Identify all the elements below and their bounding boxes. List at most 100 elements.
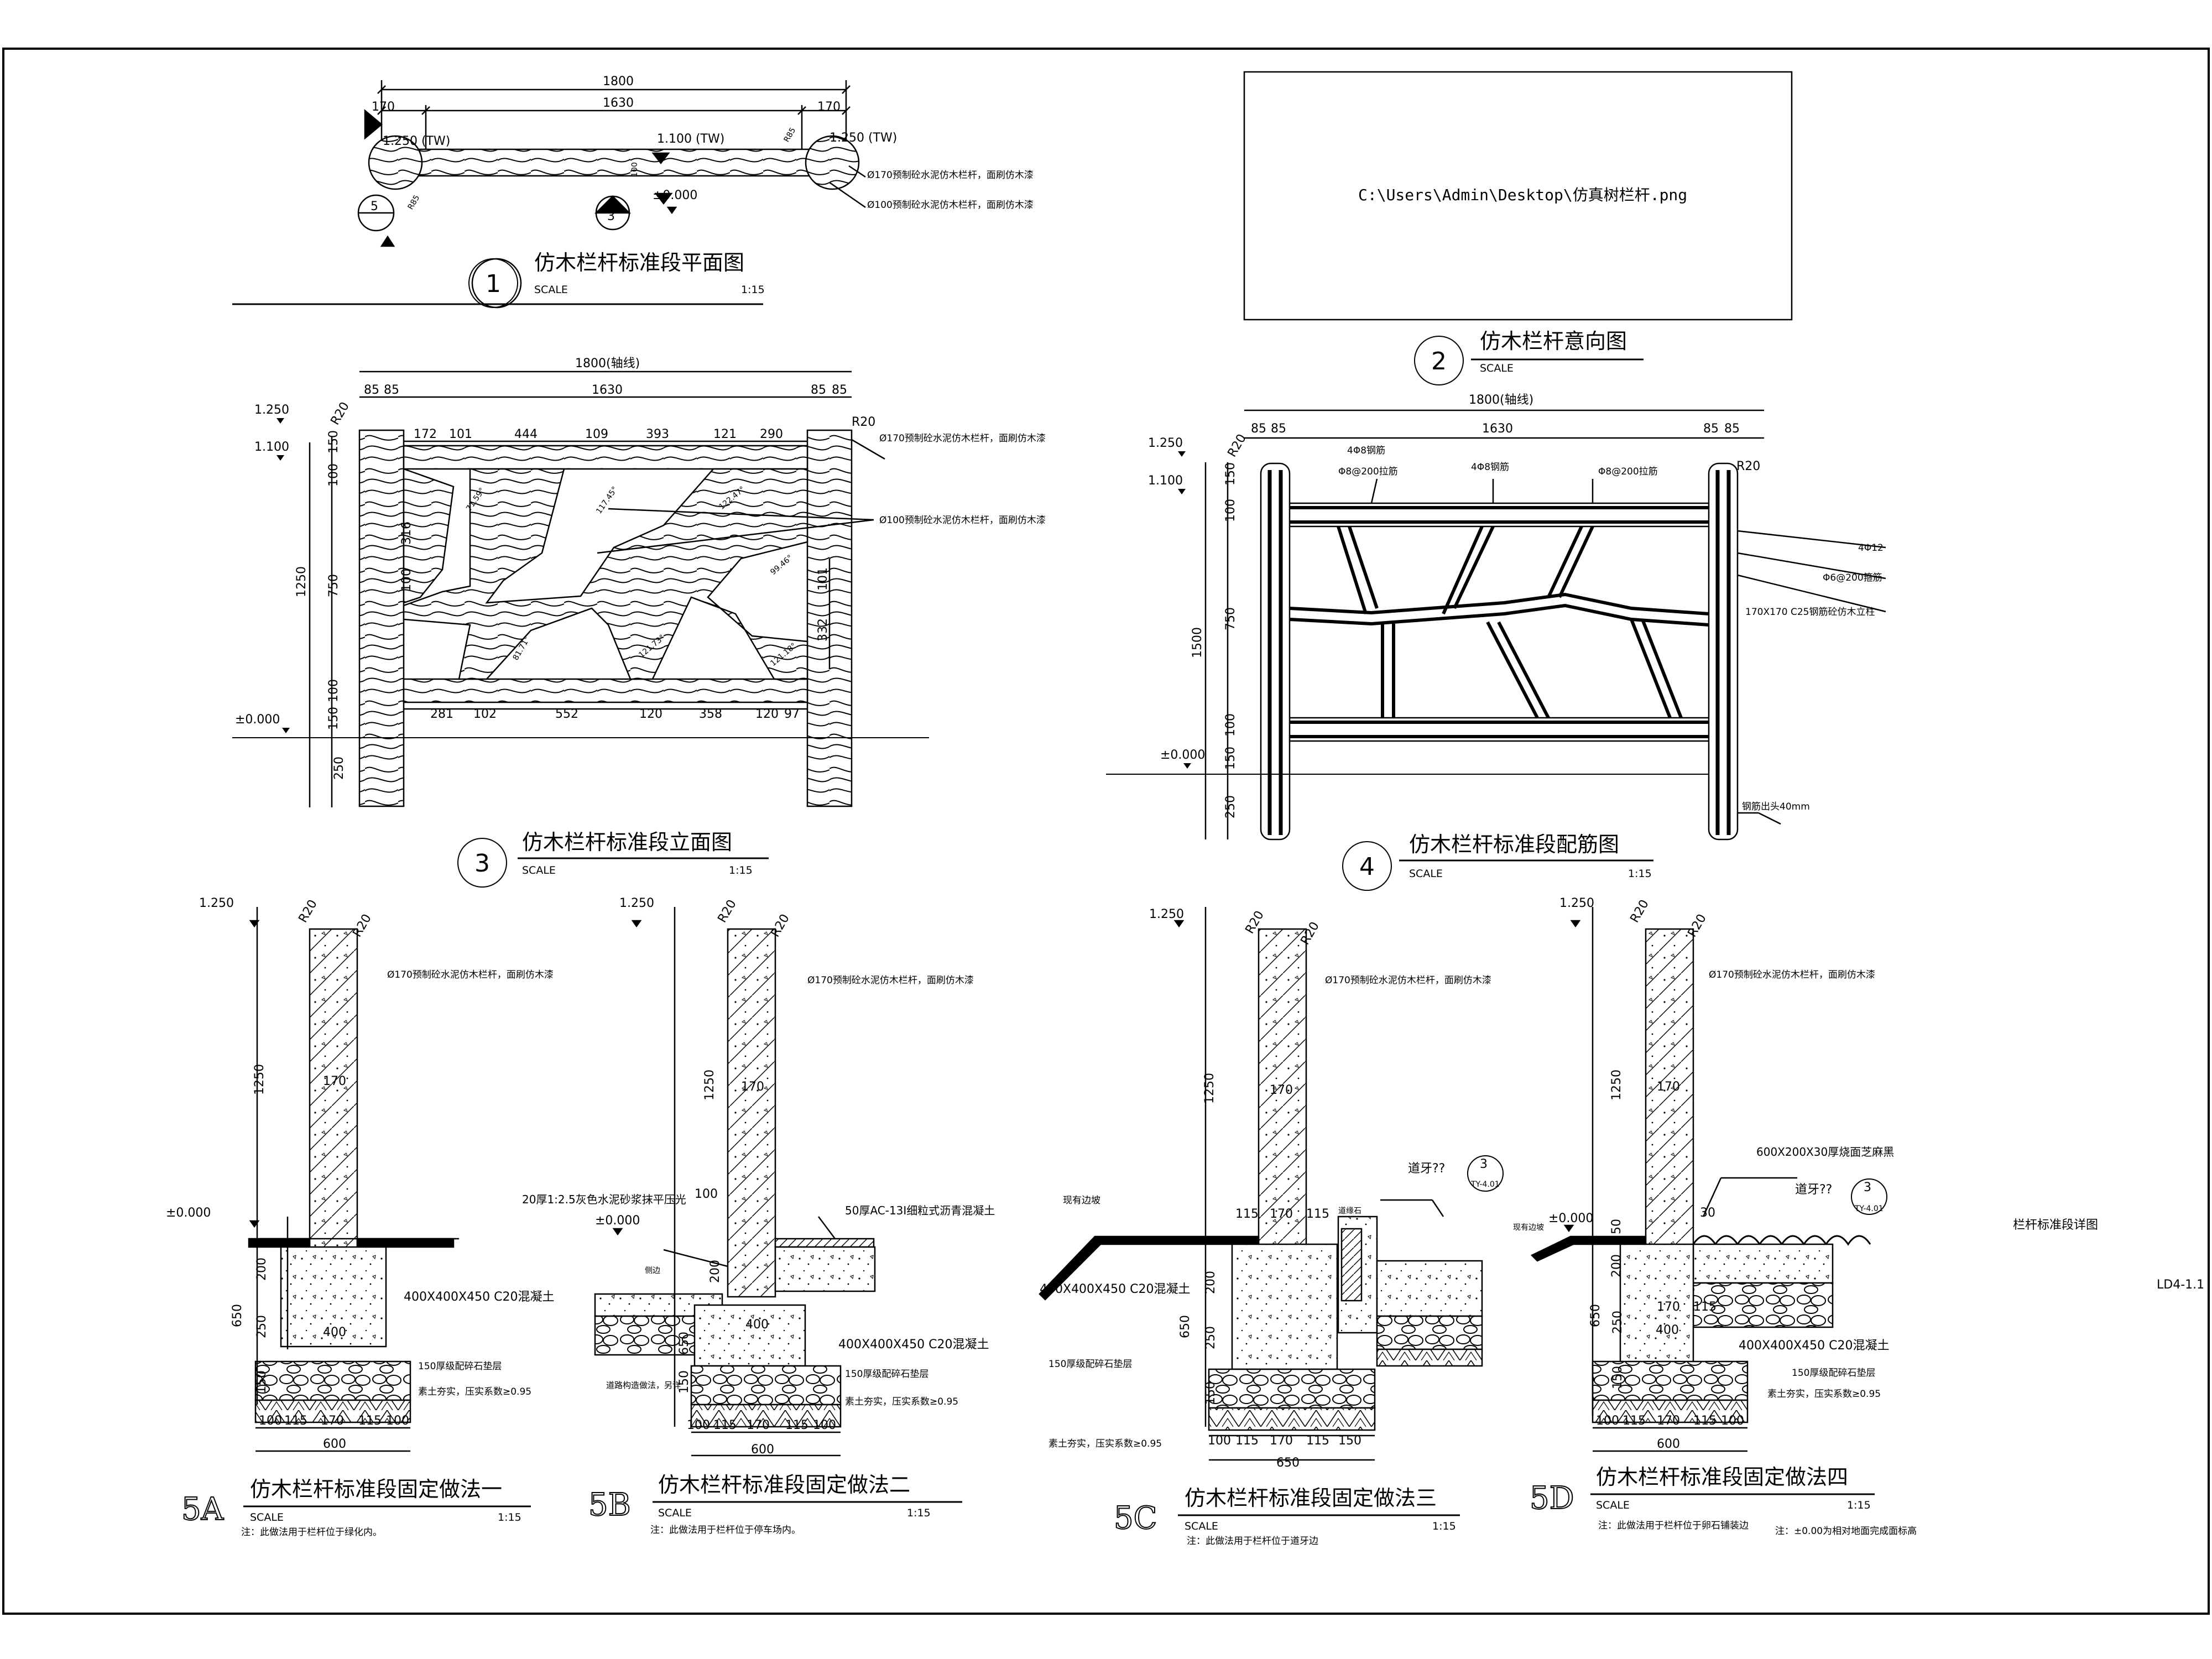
d5d-1250: 1250 — [1610, 1070, 1624, 1100]
d5b-600: 600 — [751, 1443, 774, 1457]
d5d-30: 30 — [1700, 1206, 1715, 1220]
rebar-label-out: 钢筋出头40mm — [1742, 801, 1810, 812]
d5d-170: 170 — [1657, 1080, 1680, 1094]
rebar-85-a: 85 — [1251, 422, 1266, 436]
d5c-seg-4: 115 — [1306, 1434, 1329, 1448]
plan-mid: 1630 — [603, 96, 634, 110]
elev-top-seg-3: 444 — [514, 427, 538, 441]
d5a-600: 600 — [323, 1437, 346, 1451]
d5a-seg-1: 100 — [259, 1414, 282, 1428]
rebar-vert-750: 750 — [1224, 607, 1238, 630]
d5d-curb-ref-circle — [1851, 1178, 1887, 1215]
d5c-gravel: 150厚级配碎石垫层 — [1048, 1359, 1132, 1370]
d5d-seg-1: 100 — [1596, 1414, 1619, 1428]
elev-316: 316 — [400, 521, 414, 545]
elev-vert-100-top: 100 — [327, 463, 341, 487]
d5b-400: 400 — [745, 1318, 769, 1332]
d5d-250: 250 — [1611, 1311, 1625, 1334]
elev-vert-750: 750 — [327, 574, 341, 597]
elev-level-1250: 1.250 — [254, 403, 289, 417]
elev-top-seg-6: 121 — [713, 427, 737, 441]
view-5d-scale: 1:15 — [1847, 1499, 1871, 1511]
rebar-level-markers — [1178, 451, 1191, 769]
d5b-seg-3: 170 — [747, 1418, 770, 1432]
d5a-250: 250 — [255, 1315, 269, 1338]
elev-bot-seg-1: 281 — [430, 707, 453, 721]
d5a-170: 170 — [323, 1074, 346, 1088]
elev-100: 100 — [400, 568, 414, 592]
d5a-level: 1.250 — [199, 896, 234, 910]
d5a-400: 400 — [323, 1326, 346, 1339]
rebar-label-column: 170X170 C25钢筋砼仿木立柱 — [1745, 607, 1875, 618]
view-5d-note: 注：此做法用于栏杆位于卵石铺装边 — [1598, 1520, 1749, 1531]
plan-total: 1800 — [603, 75, 634, 88]
view-5a-number: 5A — [181, 1491, 224, 1527]
d5c-level: 1.250 — [1149, 907, 1184, 921]
view-5c-number: 5C — [1114, 1500, 1157, 1536]
d5a-1250: 1250 — [253, 1064, 267, 1095]
detail-5c — [1039, 907, 1483, 1461]
elev-85-a: 85 — [364, 383, 379, 397]
view-3-scale-label: SCALE — [522, 864, 556, 877]
d5b-seg-5: 100 — [813, 1418, 836, 1432]
d5b-seg-1: 100 — [687, 1418, 710, 1432]
elev-bot-seg-4: 120 — [639, 707, 662, 721]
plan-callout-3: 3 — [607, 210, 615, 223]
side-label: 栏杆标准段详图 — [2013, 1218, 2098, 1232]
d5c-seg-2: 115 — [1235, 1434, 1259, 1448]
elev-vert-150-bot: 150 — [327, 707, 341, 730]
plan-side-l: 170 — [372, 100, 395, 114]
elev-total: 1800(轴线) — [575, 357, 640, 371]
d5a-gravel: 150厚级配碎石垫层 — [418, 1361, 502, 1372]
elev-bot-seg-5: 358 — [699, 707, 722, 721]
rebar-level-1100: 1.100 — [1148, 474, 1183, 488]
elev-vert-1250: 1250 — [295, 566, 309, 597]
d5b-200: 200 — [708, 1260, 722, 1283]
d5d-50: 50 — [1610, 1219, 1624, 1234]
d5c-170: 170 — [1270, 1083, 1293, 1097]
view-5b-number: 5B — [588, 1487, 631, 1523]
view-5c-scale: 1:15 — [1432, 1520, 1456, 1532]
elev-bot-seg-7: 97 — [784, 707, 800, 721]
d5a-seg-2: 115 — [284, 1414, 307, 1428]
d5d-level: 1.250 — [1559, 896, 1594, 910]
view-4-scale-label: SCALE — [1409, 868, 1443, 880]
sheet-border — [2, 48, 2210, 1615]
d5b-seg-4: 115 — [785, 1418, 808, 1432]
view-1-scale-label: SCALE — [534, 284, 568, 296]
d5c-curb-top: 道缘石 — [1338, 1207, 1361, 1215]
detail-5b — [594, 907, 876, 1457]
d5d-r20-a: R20 — [1628, 898, 1652, 925]
plan-note-1: Ø170预制砼水泥仿木栏杆，面刷仿木漆 — [867, 170, 1034, 181]
plan-callout-5: 5 — [371, 200, 378, 213]
elev-332: 332 — [816, 618, 830, 641]
view-5c-note: 注：此做法用于栏杆位于道牙边 — [1187, 1536, 1318, 1547]
d5d-curb-sheet: TY-4.01 — [1854, 1204, 1884, 1213]
d5b-100: 100 — [695, 1187, 718, 1201]
view-3-number: 3 — [474, 849, 490, 878]
d5d-slope: 现有边坡 — [1513, 1223, 1544, 1232]
d5a-150: 150 — [255, 1370, 269, 1394]
view-3-number-circle — [457, 838, 507, 888]
rebar-level-zero: ±0.000 — [1160, 748, 1205, 762]
d5b-side: 侧边 — [645, 1266, 660, 1275]
d5d-gravel: 150厚级配碎石垫层 — [1792, 1368, 1875, 1379]
view-3-scale: 1:15 — [729, 864, 753, 877]
d5c-250: 250 — [1204, 1326, 1218, 1349]
rebar-label-4phi12: 4Φ12 — [1858, 542, 1884, 554]
view-4-scale: 1:15 — [1628, 868, 1652, 880]
rebar-vert-1500: 1500 — [1191, 627, 1204, 658]
d5d-200: 200 — [1610, 1254, 1624, 1277]
elev-vert-250: 250 — [332, 757, 346, 780]
d5b-170: 170 — [741, 1080, 764, 1094]
view-2-number-circle — [1414, 336, 1464, 385]
view-1-number: 1 — [486, 270, 501, 298]
elev-r20-left: R20 — [328, 400, 352, 427]
view-4-number: 4 — [1359, 853, 1375, 881]
d5c-col-note: Ø170预制砼水泥仿木栏杆，面刷仿木漆 — [1325, 975, 1491, 986]
view-2-title: 仿木栏杆意向图 — [1480, 329, 1627, 353]
d5c-1250: 1250 — [1203, 1073, 1217, 1104]
view-5a-title: 仿木栏杆标准段固定做法一 — [250, 1477, 502, 1501]
view-1-scale: 1:15 — [741, 284, 765, 296]
elev-top-seg-5: 393 — [646, 427, 669, 441]
